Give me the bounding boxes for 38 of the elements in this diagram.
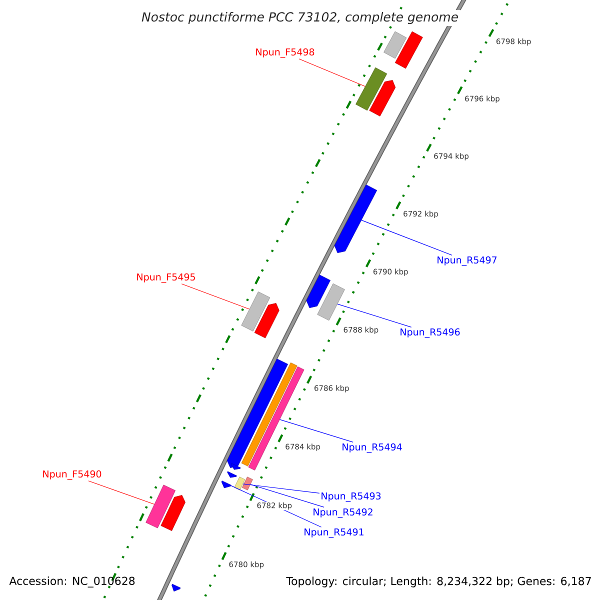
leader-line: [250, 484, 324, 508]
leader-line: [280, 419, 354, 442]
pointed-gene-block: [221, 480, 232, 488]
pointed-gene-block: [254, 303, 280, 338]
gene-label: Npun_R5496: [400, 328, 460, 338]
gene-block: [384, 31, 407, 59]
gene-block: [242, 476, 253, 490]
gene-label: Npun_R5493: [322, 492, 381, 502]
gene-block: [241, 292, 270, 332]
gene-label: Npun_F5498: [256, 48, 314, 58]
leader-line: [337, 304, 412, 328]
pointed-gene-block: [227, 471, 237, 478]
title: Nostoc punctiforme PCC 73102, complete genome: [139, 10, 461, 26]
pointed-gene-block: [230, 463, 241, 470]
leader-line: [298, 58, 366, 87]
gene-label: Npun_R5494: [342, 443, 402, 453]
gene-block: [248, 366, 304, 470]
leader-line: [242, 484, 320, 494]
gene-label: Npun_F5490: [43, 470, 102, 480]
gene-label: Npun_R5491: [304, 528, 364, 538]
leader-line: [181, 284, 250, 310]
gene-label: Npun_F5495: [137, 273, 195, 283]
gene-block: [234, 476, 246, 490]
footer-text: Accession: NC_010628: [9, 576, 135, 588]
leader-line: [361, 220, 452, 256]
pointed-gene-block: [172, 584, 181, 592]
pointed-gene-block: [369, 80, 396, 116]
leader-line: [88, 480, 155, 505]
gene-block: [394, 31, 423, 69]
gene-label: Npun_R5497: [438, 256, 497, 266]
gene-label: Npun_R5492: [314, 508, 372, 518]
pointed-gene-block: [160, 495, 186, 531]
pointed-gene-block: [306, 274, 330, 308]
gene-block: [356, 67, 388, 111]
gene-block: [146, 484, 176, 528]
pointed-gene-block: [334, 184, 378, 254]
footer-text: Topology: circular; Length: 8,234,322 bp; Genes: 6,187: [286, 576, 591, 588]
gene-block: [317, 283, 345, 321]
